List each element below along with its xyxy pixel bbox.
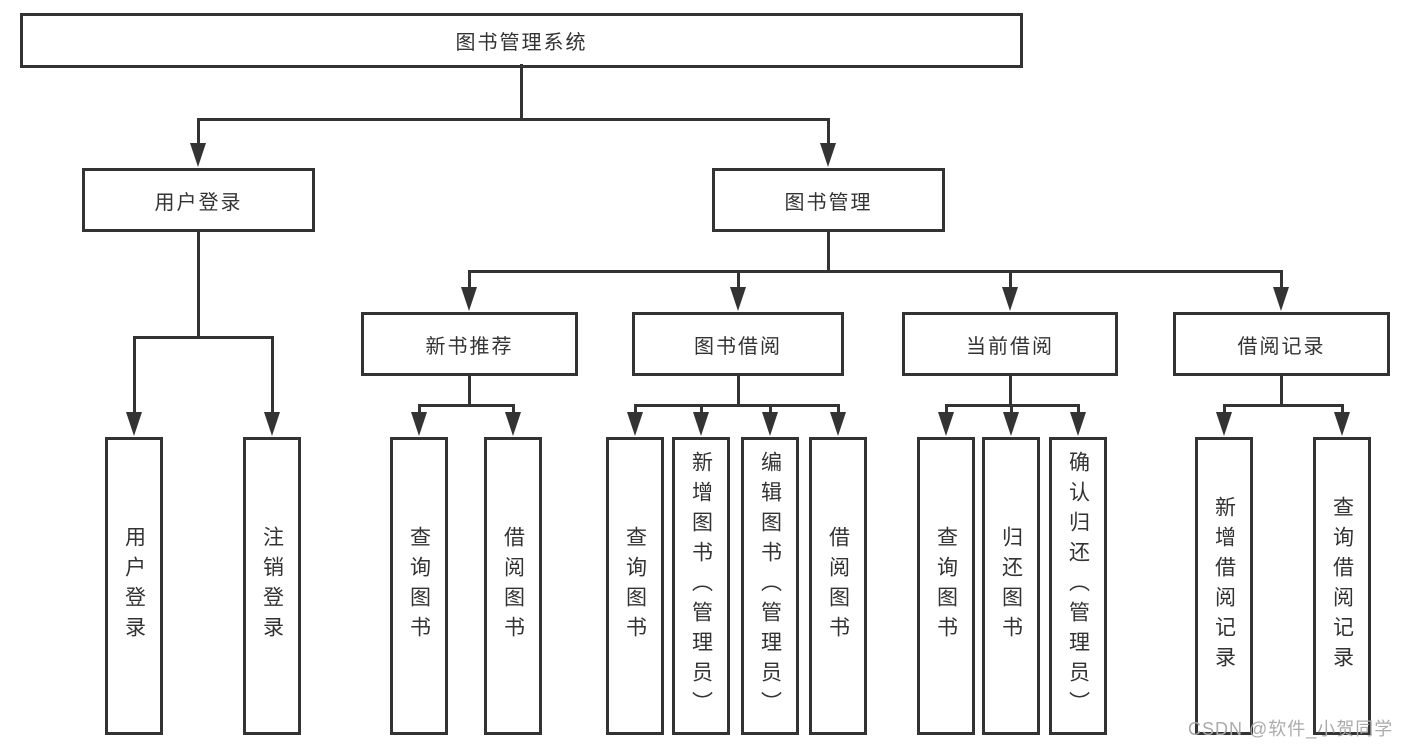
arrow-down-icon (938, 412, 954, 436)
arrow-down-icon (1216, 412, 1232, 436)
connector-line-vertical (1341, 404, 1344, 416)
node-leaf-bookborrow-query-book: 查询图书 (606, 437, 664, 735)
node-library-management-system: 图书管理系统 (20, 13, 1023, 68)
arrow-down-icon (461, 287, 477, 311)
connector-line-vertical (468, 270, 471, 290)
connector-line-horizontal (634, 404, 840, 407)
arrow-down-icon (820, 143, 836, 167)
connector-line-vertical (700, 404, 703, 416)
node-new-book-recommend: 新书推荐 (361, 312, 578, 376)
node-leaf-record-query-borrow-record: 查询借阅记录 (1313, 437, 1371, 735)
connector-line-vertical (837, 404, 840, 416)
arrow-down-icon (693, 412, 709, 436)
connector-line-vertical (1009, 374, 1012, 407)
arrow-down-icon (264, 412, 280, 436)
connector-line-vertical (512, 404, 515, 416)
node-leaf-currentborrow-query-book: 查询图书 (917, 437, 975, 735)
node-leaf-newbook-borrow-book: 借阅图书 (484, 437, 542, 735)
node-leaf-user-login: 用户登录 (105, 437, 163, 735)
node-book-management: 图书管理 (712, 168, 945, 232)
connector-line-vertical (945, 404, 948, 416)
arrow-down-icon (1334, 412, 1350, 436)
connector-line-vertical (1280, 270, 1283, 290)
connector-line-vertical (197, 118, 200, 148)
connector-line-vertical (827, 118, 830, 148)
arrow-down-icon (505, 412, 521, 436)
arrow-down-icon (730, 287, 746, 311)
connector-line-vertical (1077, 404, 1080, 416)
node-current-borrow: 当前借阅 (902, 312, 1118, 376)
connector-line-vertical (1009, 270, 1012, 290)
node-leaf-newbook-query-book: 查询图书 (390, 437, 448, 735)
connector-line-vertical (769, 404, 772, 416)
node-borrow-record: 借阅记录 (1173, 312, 1390, 376)
connector-line-vertical (133, 336, 136, 416)
arrow-down-icon (126, 412, 142, 436)
arrow-down-icon (190, 143, 206, 167)
connector-line-vertical (737, 270, 740, 290)
connector-line-horizontal (197, 118, 830, 121)
node-leaf-bookborrow-borrow-book: 借阅图书 (809, 437, 867, 735)
node-book-borrow: 图书借阅 (632, 312, 844, 376)
connector-line-vertical (1010, 404, 1013, 416)
connector-line-horizontal (945, 404, 1080, 407)
arrow-down-icon (1273, 287, 1289, 311)
arrow-down-icon (627, 412, 643, 436)
connector-line-vertical (1223, 404, 1226, 416)
connector-line-horizontal (418, 404, 515, 407)
connector-line-vertical (271, 336, 274, 416)
node-leaf-currentborrow-confirm-return-admin: 确认归还（管理员） (1049, 437, 1107, 735)
arrow-down-icon (762, 412, 778, 436)
connector-line-vertical (418, 404, 421, 416)
connector-line-vertical (468, 374, 471, 407)
connector-line-horizontal (133, 336, 274, 339)
arrow-down-icon (411, 412, 427, 436)
arrow-down-icon (1003, 412, 1019, 436)
csdn-watermark: CSDN @软件_小贺同学 (1188, 719, 1394, 739)
arrow-down-icon (1002, 287, 1018, 311)
connector-line-vertical (520, 64, 523, 120)
node-leaf-currentborrow-return-book: 归还图书 (982, 437, 1040, 735)
connector-line-vertical (634, 404, 637, 416)
connector-line-vertical (197, 230, 200, 338)
node-leaf-bookborrow-edit-book-admin: 编辑图书（管理员） (741, 437, 799, 735)
node-user-login: 用户登录 (82, 168, 315, 232)
arrow-down-icon (830, 412, 846, 436)
connector-line-vertical (737, 374, 740, 407)
connector-line-vertical (827, 230, 830, 272)
connector-line-horizontal (468, 270, 1283, 273)
connector-line-vertical (1280, 374, 1283, 407)
node-leaf-bookborrow-add-book-admin: 新增图书（管理员） (672, 437, 730, 735)
arrow-down-icon (1070, 412, 1086, 436)
connector-line-horizontal (1223, 404, 1344, 407)
node-leaf-record-add-borrow-record: 新增借阅记录 (1195, 437, 1253, 735)
node-leaf-logout: 注销登录 (243, 437, 301, 735)
